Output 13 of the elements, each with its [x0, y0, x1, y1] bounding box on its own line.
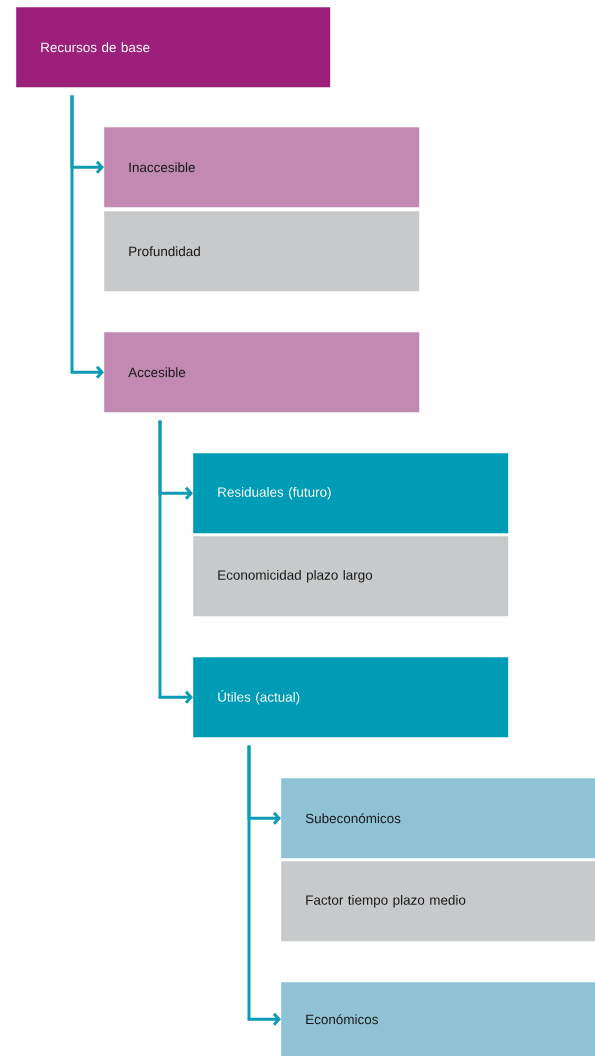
category-box: Útiles (actual) — [193, 657, 509, 738]
category-box: Económicos — [281, 982, 595, 1056]
category-box: Recursos de base — [16, 7, 331, 88]
detail-box: Profundidad — [104, 211, 420, 292]
category-box: Subeconómicos — [281, 778, 595, 859]
arrow — [158, 420, 193, 704]
detail-box: Factor tiempo plazo medio — [281, 861, 595, 942]
category-box: Accesible — [104, 332, 420, 413]
category-box: Residuales (futuro) — [193, 453, 509, 534]
arrow — [247, 745, 281, 1026]
category-box: Inaccesible — [104, 127, 420, 208]
detail-box: Economicidad plazo largo — [193, 536, 509, 617]
arrow — [70, 95, 104, 379]
